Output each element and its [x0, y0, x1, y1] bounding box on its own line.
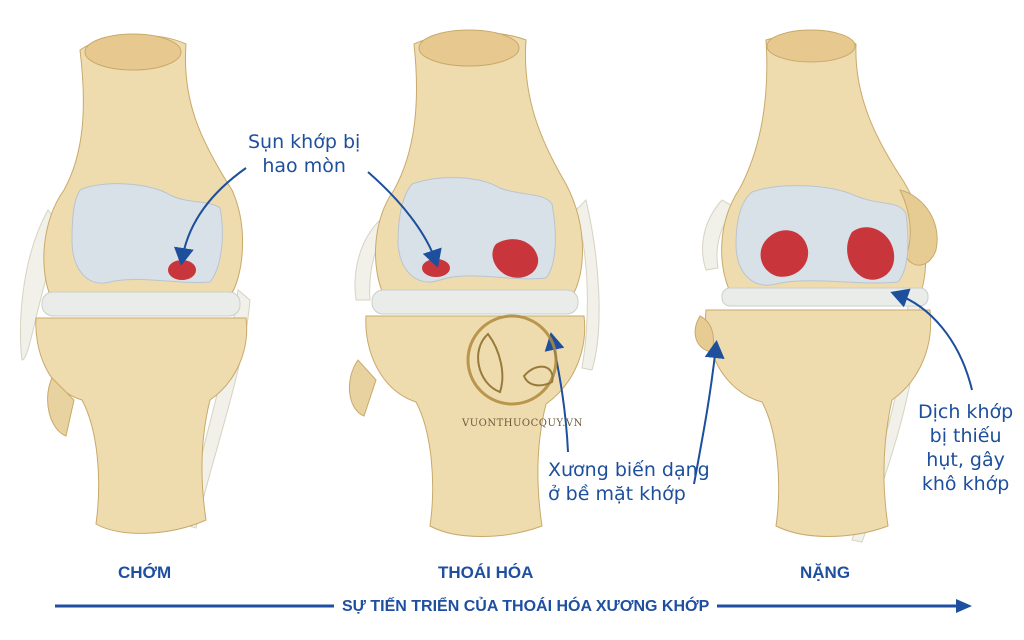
knee-severe	[694, 29, 938, 543]
arrow-bone-deformed-2	[693, 340, 725, 485]
lesion	[492, 239, 539, 278]
arrow-fluid-lacking	[890, 288, 973, 391]
annotation-fluid-lacking: Dịch khớp bị thiếu hụt, gây khô khớp	[918, 400, 1013, 496]
arrow-cartilage-worn-2	[367, 171, 442, 268]
osteophyte	[899, 189, 938, 266]
femur-marrow	[84, 33, 182, 71]
progress-arrow-head	[956, 599, 972, 613]
femur-marrow	[766, 29, 856, 63]
ligament-right	[575, 199, 600, 371]
annotation-line: hao mòn	[262, 155, 346, 177]
annotation-line: ở bề mặt khớp	[548, 483, 686, 505]
fibula	[348, 359, 377, 417]
lesion	[847, 227, 895, 280]
femur-marrow	[418, 29, 520, 67]
annotation-bone-deformed: Xương biến dạng ở bề mặt khớp	[548, 458, 710, 506]
tibia	[705, 309, 932, 537]
watermark-text: VUONTHUOCQUY.VN	[462, 418, 583, 429]
progress-caption: SỰ TIẾN TRIỂN CỦA THOÁI HÓA XƯƠNG KHỚP	[334, 598, 718, 616]
stage-label-early: CHỚM	[118, 563, 172, 582]
lesion	[760, 230, 809, 277]
annotation-cartilage-worn: Sụn khớp bị hao mòn	[248, 130, 360, 178]
annotation-line: hụt, gây	[926, 449, 1005, 471]
arrow-cartilage-worn	[174, 167, 247, 266]
annotation-line: khô khớp	[921, 473, 1010, 495]
meniscus	[721, 287, 929, 307]
meniscus	[371, 289, 579, 315]
knee-early	[19, 33, 251, 534]
fibula	[47, 377, 75, 437]
meniscus	[41, 291, 241, 317]
watermark-logo	[466, 314, 558, 406]
stage-label-degeneration: THOÁI HÓA	[438, 563, 534, 582]
annotation-line: Sụn khớp bị	[248, 131, 361, 153]
tibia	[35, 317, 248, 534]
lesion	[168, 260, 196, 280]
annotation-line: Dịch khớp	[918, 401, 1014, 423]
annotation-line: Xương biến dạng	[548, 459, 710, 481]
annotation-line: bị thiếu	[929, 425, 1002, 447]
stage-label-severe: NẶNG	[800, 563, 851, 582]
